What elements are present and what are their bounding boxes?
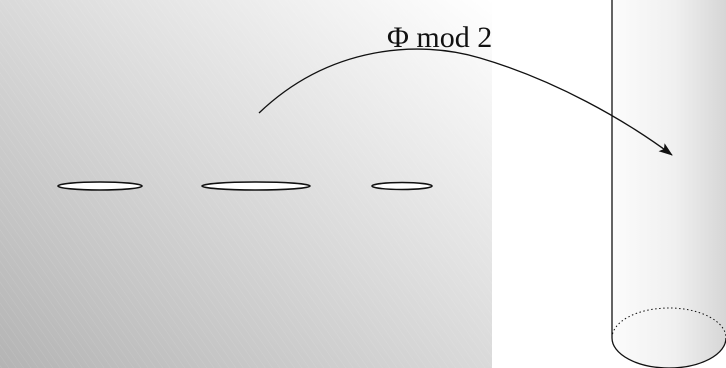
cylinder-body	[612, 0, 726, 368]
slit-left	[57, 181, 143, 191]
arrow-label: Φ mod 2	[387, 21, 492, 54]
map-arrow	[258, 48, 673, 156]
slits	[57, 181, 433, 191]
slit-middle	[201, 181, 311, 191]
cylinder-bottom-back	[611, 307, 726, 339]
cylinder	[611, 0, 726, 368]
slit-right	[371, 181, 433, 191]
